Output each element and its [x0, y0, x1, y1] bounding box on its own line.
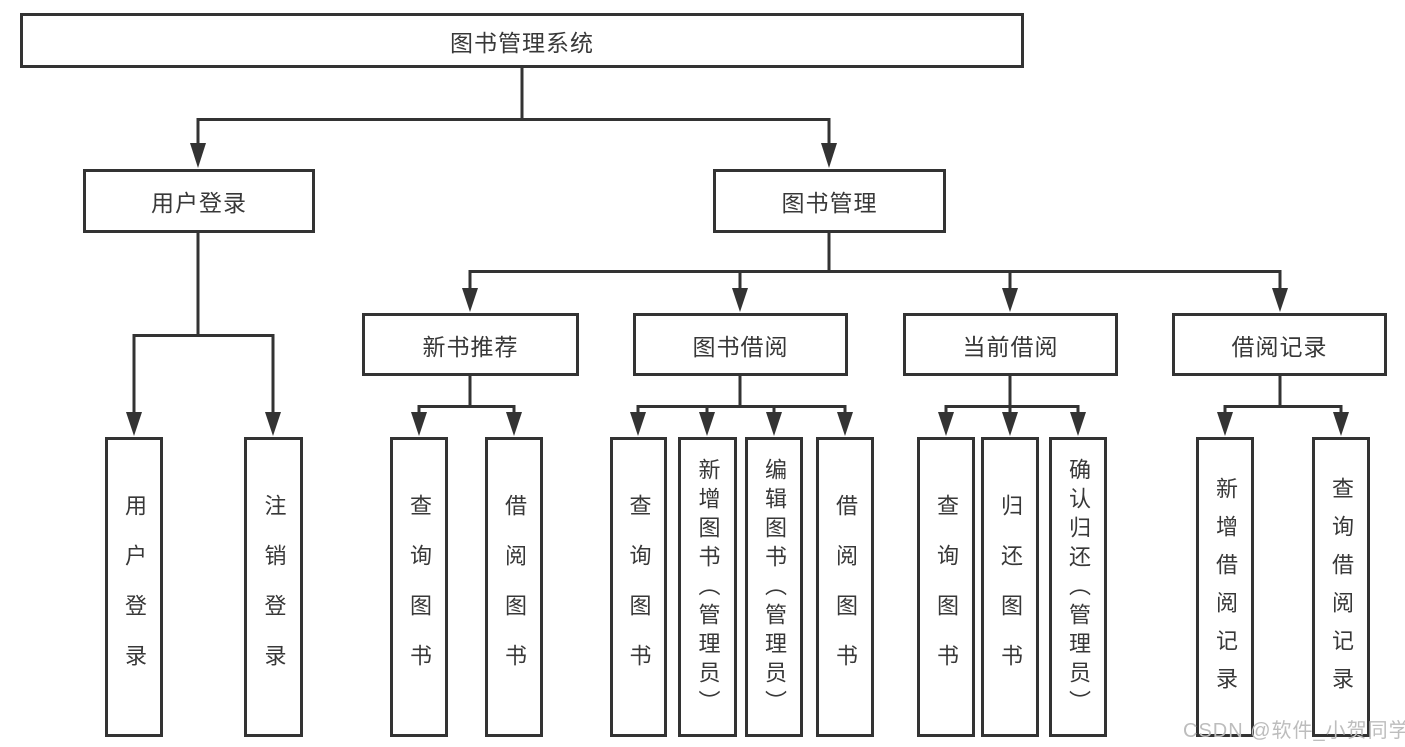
- leaf-query-book-3: 查询图书: [917, 437, 975, 737]
- leaf-logout: 注销登录: [244, 437, 303, 737]
- leaf-query-borrow-record: 查询借阅记录: [1312, 437, 1370, 737]
- leaf-edit-book-admin: 编辑图书（管理员）: [745, 437, 803, 737]
- leaf-borrow-book-1: 借阅图书: [485, 437, 543, 737]
- leaf-confirm-return-admin: 确认归还（管理员）: [1049, 437, 1107, 737]
- node-new-book-recommend: 新书推荐: [362, 313, 579, 376]
- leaf-borrow-book-2: 借阅图书: [816, 437, 874, 737]
- node-root-system: 图书管理系统: [20, 13, 1024, 68]
- leaf-query-book-2: 查询图书: [610, 437, 667, 737]
- node-borrow-record: 借阅记录: [1172, 313, 1387, 376]
- node-book-borrow: 图书借阅: [633, 313, 848, 376]
- node-current-borrow: 当前借阅: [903, 313, 1118, 376]
- leaf-query-book-1: 查询图书: [390, 437, 448, 737]
- leaf-user-login: 用户登录: [105, 437, 163, 737]
- leaf-add-book-admin: 新增图书（管理员）: [678, 437, 737, 737]
- csdn-watermark: CSDN @软件_小贺同学: [1183, 720, 1405, 742]
- leaf-add-borrow-record: 新增借阅记录: [1196, 437, 1254, 737]
- leaf-return-book: 归还图书: [981, 437, 1039, 737]
- node-user-login: 用户登录: [83, 169, 315, 233]
- node-book-management: 图书管理: [713, 169, 946, 233]
